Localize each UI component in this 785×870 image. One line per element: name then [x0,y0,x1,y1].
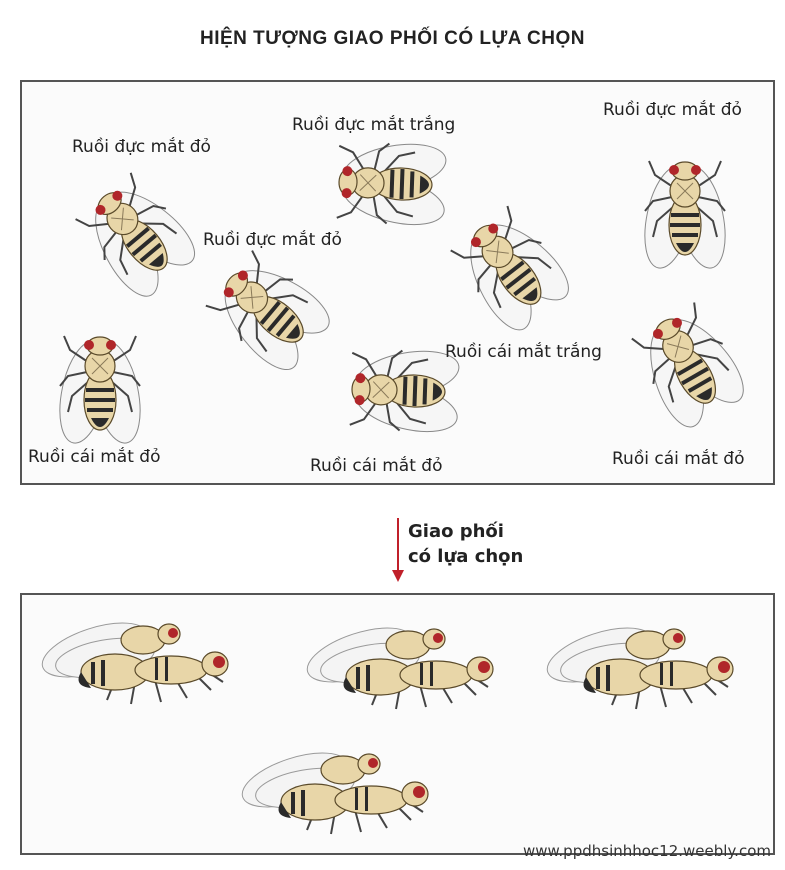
label-female-white-eye: Ruồi cái mắt trắng [445,342,602,362]
label-male-red-eye-1: Ruồi đực mắt đỏ [72,137,211,157]
arrow-head-icon [392,570,404,582]
label-male-white-eye: Ruồi đực mắt trắng [292,115,455,135]
mating-pair-3 [541,617,733,709]
label-female-red-eye-1: Ruồi cái mắt đỏ [28,447,160,467]
fly-male-red-eye-2 [198,241,345,387]
arrow-label-line-2: có lựa chọn [408,544,523,569]
label-female-red-eye-3: Ruồi cái mắt đỏ [612,449,744,469]
label-female-red-eye-2: Ruồi cái mắt đỏ [310,456,442,476]
label-male-red-eye-3: Ruồi đực mắt đỏ [603,100,742,120]
source-watermark: www.ppdhsinhhoc12.weebly.com [523,842,771,860]
fly-female-red-eye-3 [621,296,760,441]
label-male-red-eye-2: Ruồi đực mắt đỏ [203,230,342,250]
fly-male-red-eye-3 [637,161,734,272]
fly-female-red-eye-1 [52,336,149,447]
mating-pair-2 [301,617,493,709]
mating-pair-1 [36,612,228,704]
fly-female-white-eye [441,198,586,345]
selective-mating-label: Giao phối có lựa chọn [408,519,523,569]
fly-male-white-eye [336,134,451,234]
fly-male-red-eye-1 [66,165,212,312]
arrow-label-line-1: Giao phối [408,519,523,544]
mating-pair-4 [236,742,428,834]
